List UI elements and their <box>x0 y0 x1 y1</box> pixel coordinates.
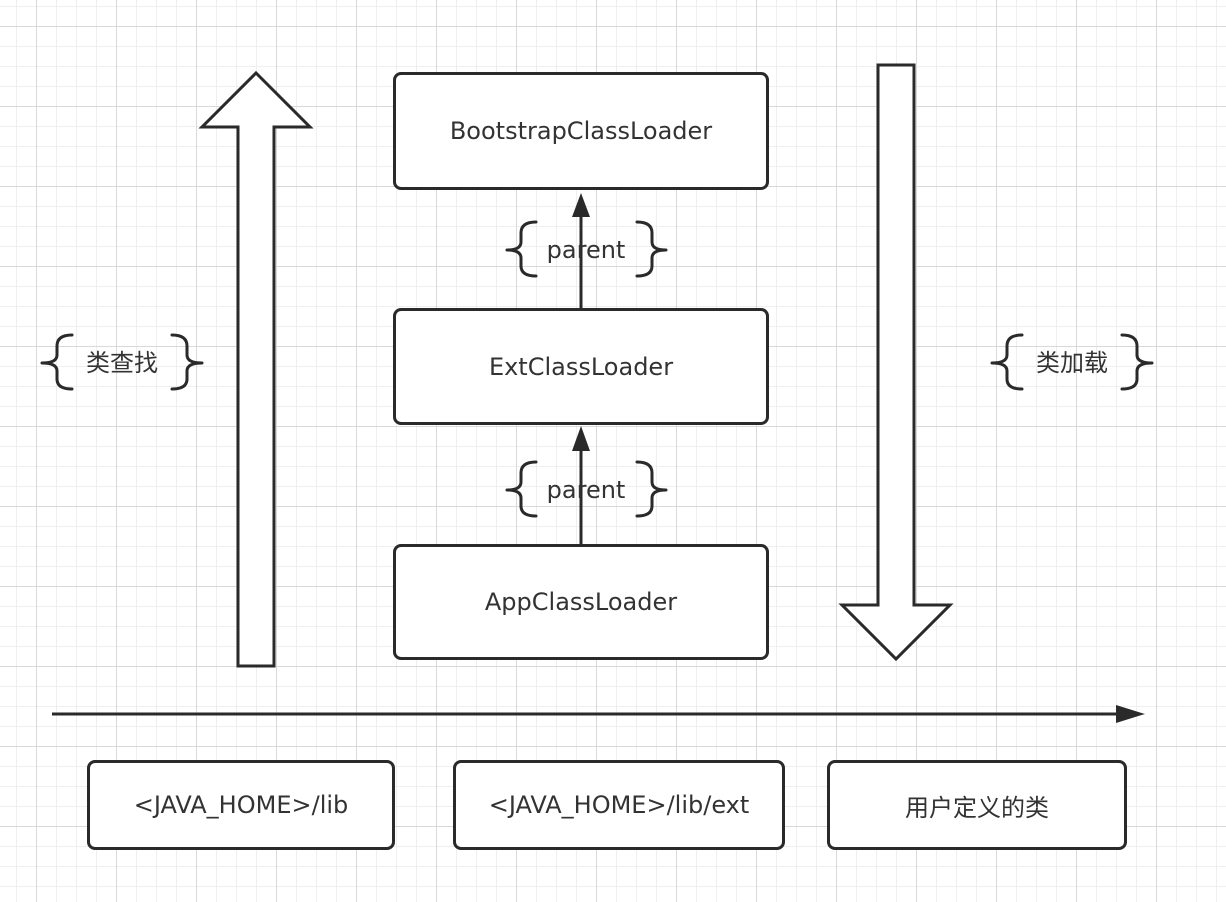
right-brace-icon <box>170 333 204 391</box>
parent-label-ext-bootstrap: parent <box>546 236 626 264</box>
lookup-direction-label: 类查找 <box>86 349 158 377</box>
bootstrap-classloader-box: BootstrapClassLoader <box>393 72 769 190</box>
user-defined-classes-label: 用户定义的类 <box>905 793 1049 822</box>
parent-arrowhead-app-ext <box>572 426 590 451</box>
parent-arrowhead-ext-bootstrap <box>572 193 590 217</box>
app-classloader-label: AppClassLoader <box>484 588 678 616</box>
ext-classloader-box: ExtClassLoader <box>393 308 769 425</box>
parent-label-app-ext: parent <box>546 476 626 504</box>
horizontal-axis-arrowhead <box>1116 705 1145 723</box>
bootstrap-classloader-label: BootstrapClassLoader <box>449 117 713 145</box>
user-defined-classes-box: 用户定义的类 <box>827 760 1127 850</box>
java-home-lib-ext-box: <JAVA_HOME>/lib/ext <box>453 760 785 850</box>
right-brace-icon <box>1120 333 1154 391</box>
left-brace-icon <box>990 333 1024 391</box>
ext-classloader-label: ExtClassLoader <box>488 352 674 381</box>
java-home-lib-ext-label: <JAVA_HOME>/lib/ext <box>488 791 750 819</box>
java-home-lib-box: <JAVA_HOME>/lib <box>87 760 395 850</box>
left-brace-icon <box>505 460 538 518</box>
load-direction-arrow <box>838 63 954 662</box>
load-direction-label: 类加载 <box>1036 349 1108 377</box>
left-brace-icon <box>40 333 74 391</box>
java-home-lib-label: <JAVA_HOME>/lib <box>133 791 349 819</box>
right-brace-icon <box>635 460 668 518</box>
right-brace-icon <box>635 220 668 278</box>
left-brace-icon <box>505 220 538 278</box>
lookup-direction-arrow <box>198 70 314 668</box>
app-classloader-box: AppClassLoader <box>393 544 769 660</box>
